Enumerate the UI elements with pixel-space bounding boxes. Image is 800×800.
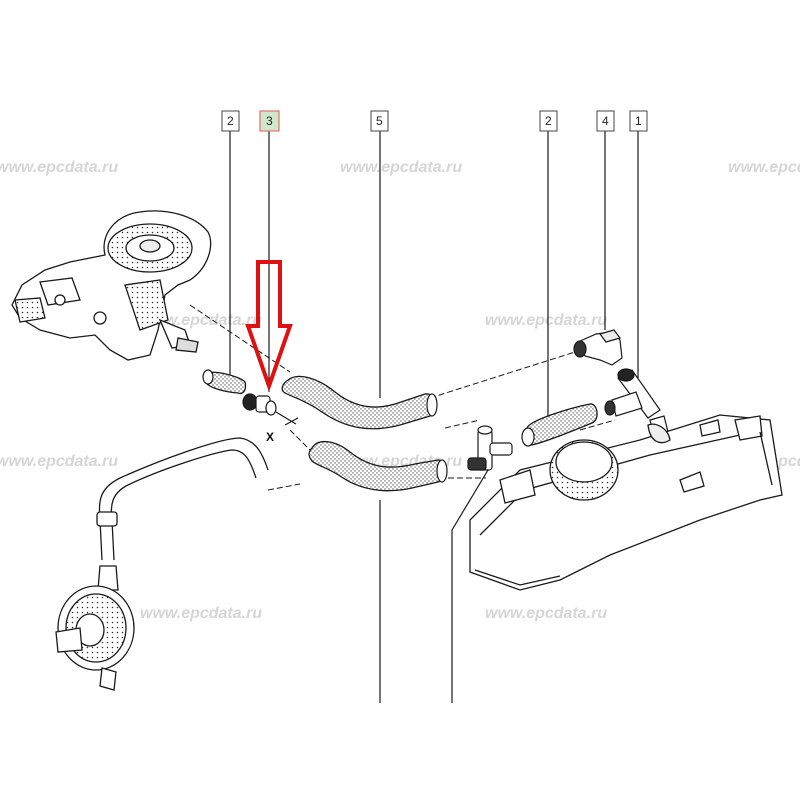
callout-label: 5 (376, 114, 383, 128)
watermark-text: www.epcdata.ru (0, 453, 118, 470)
callout-label: 4 (602, 114, 609, 128)
watermark-text: www.epcdata.ru (0, 159, 118, 176)
hose-5-upper (281, 375, 438, 430)
part-4-elbow (573, 329, 623, 366)
detail-marker-x: X (266, 430, 274, 444)
tee-connector (467, 425, 513, 471)
hose-2-left (202, 369, 247, 395)
watermark-text: www.epcdata.ru (140, 605, 262, 622)
callout-label: 3 (266, 114, 273, 128)
callout-label: 1 (635, 114, 642, 128)
callout-1: 1 (629, 110, 648, 132)
callout-4: 4 (596, 110, 615, 132)
callout-2-right: 2 (539, 110, 558, 132)
callout-label: 2 (227, 114, 234, 128)
assembly-dashed-lines (189, 304, 616, 491)
part-3-valve (242, 393, 299, 426)
vacuum-pipe-and-capsule (55, 437, 269, 691)
watermark-text: www.epcdata.ru (485, 312, 607, 329)
watermark-text: www.epcdata.ru (340, 159, 462, 176)
watermark-text: www.epcdata.ru (728, 159, 800, 176)
watermark-text: www.epcdata.ru (485, 605, 607, 622)
hose-2-right (521, 403, 598, 447)
cylinder-head-cover (469, 414, 783, 591)
callout-label: 2 (545, 114, 552, 128)
callout-2-left: 2 (221, 110, 240, 132)
callout-3-highlighted: 3 (259, 110, 280, 132)
callout-5: 5 (370, 110, 389, 132)
hose-5-lower (308, 441, 448, 492)
red-down-arrow-icon (245, 260, 293, 393)
throttle-body-assembly (11, 210, 212, 361)
